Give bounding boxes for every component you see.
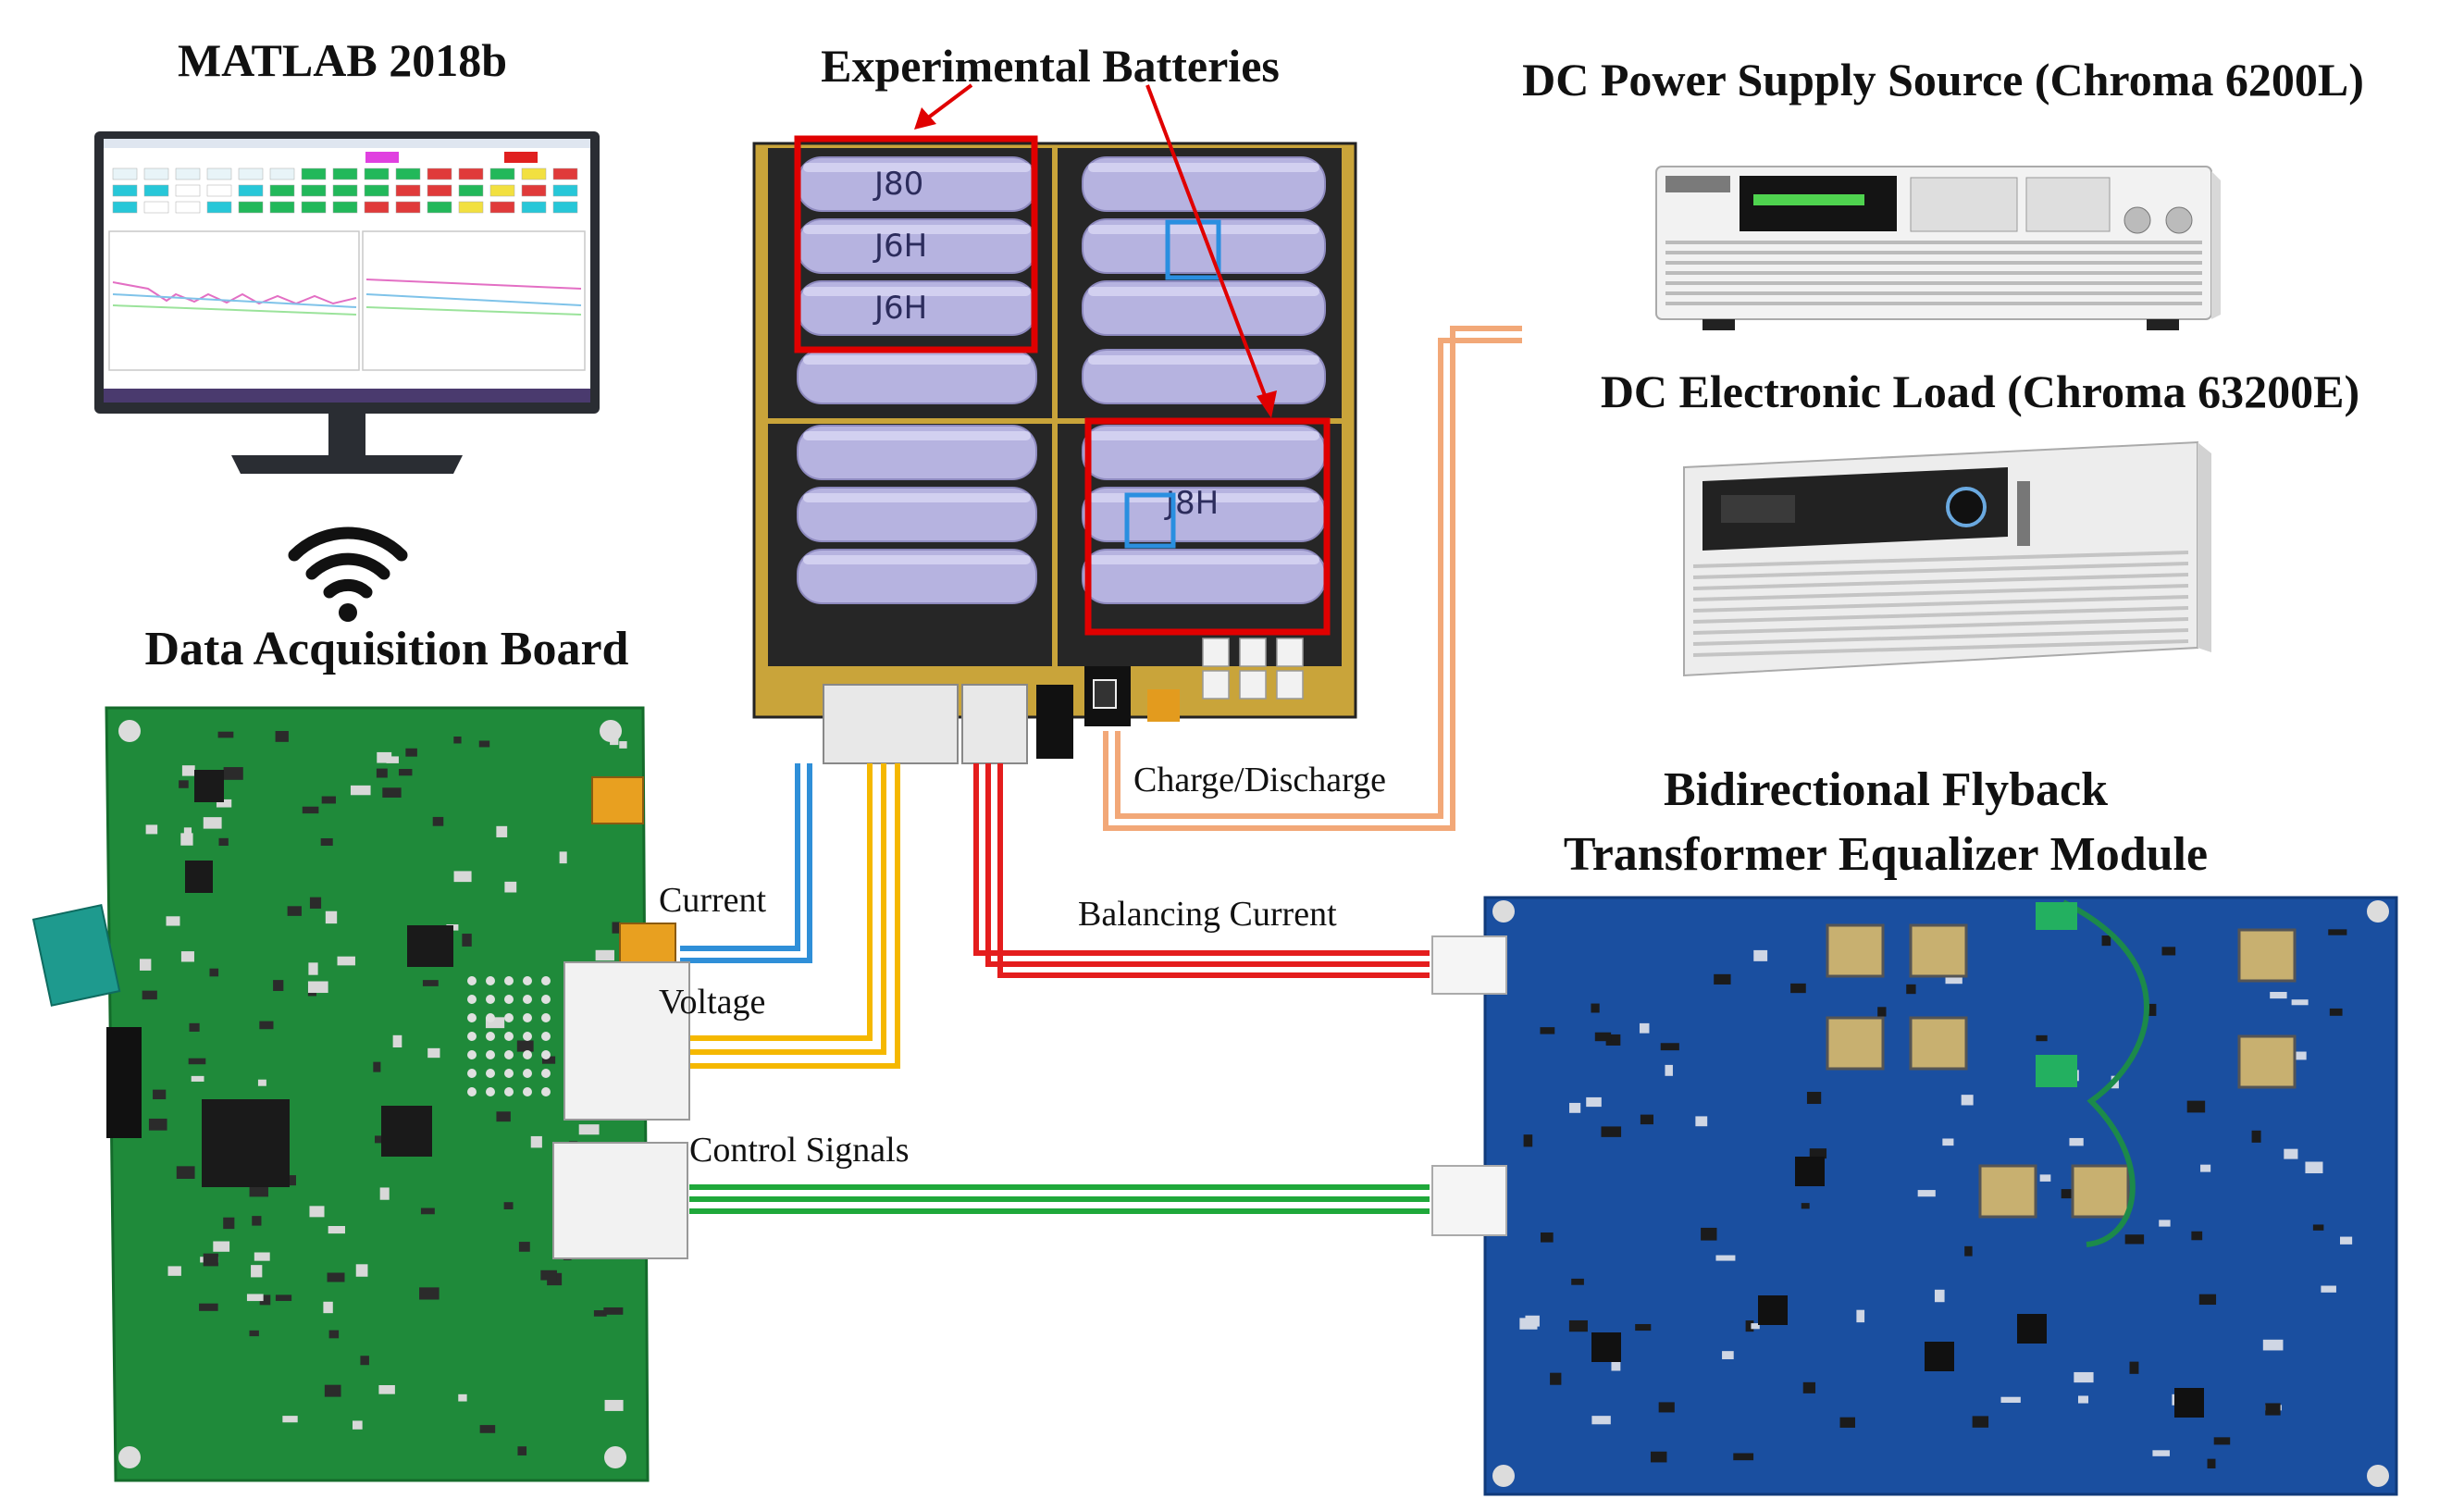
balancing-current-label: Balancing Current	[1078, 895, 1337, 934]
battery-mark: J6H	[873, 290, 927, 327]
control-signals-label: Control Signals	[689, 1131, 910, 1170]
matlab-title: MATLAB 2018b	[178, 34, 507, 86]
voltage-wire	[689, 763, 900, 1069]
charge-discharge-label: Charge/Discharge	[1133, 761, 1386, 799]
battery-mark: J80	[873, 166, 923, 203]
current-wire	[680, 763, 812, 963]
equalizer-title-line2: Transformer Equalizer Module	[1564, 828, 2208, 881]
equalizer-title-line1: Bidirectional Flyback	[1664, 763, 2108, 816]
batteries-title: Experimental Batteries	[821, 40, 1280, 92]
dc-power-supply-icon	[1655, 166, 2221, 330]
equalizer-board-icon	[1431, 896, 2398, 1496]
pcb-board-icon	[31, 706, 690, 1482]
control-signals-wire	[689, 1184, 1430, 1214]
electronic-load-title: DC Electronic Load (Chroma 63200E)	[1601, 365, 2359, 417]
charge-discharge-wire	[1103, 326, 1522, 831]
voltage-label: Voltage	[659, 983, 765, 1022]
current-label: Current	[659, 881, 767, 920]
power-supply-title: DC Power Supply Source (Chroma 6200L)	[1522, 54, 2364, 105]
monitor-icon	[94, 131, 600, 474]
wifi-icon	[288, 526, 408, 622]
dc-electronic-load-icon	[1683, 440, 2211, 677]
daq-board-title: Data Acquisition Board	[145, 623, 629, 675]
battery-mark: J6H	[873, 228, 927, 265]
balancing-current-wire	[973, 763, 1430, 978]
